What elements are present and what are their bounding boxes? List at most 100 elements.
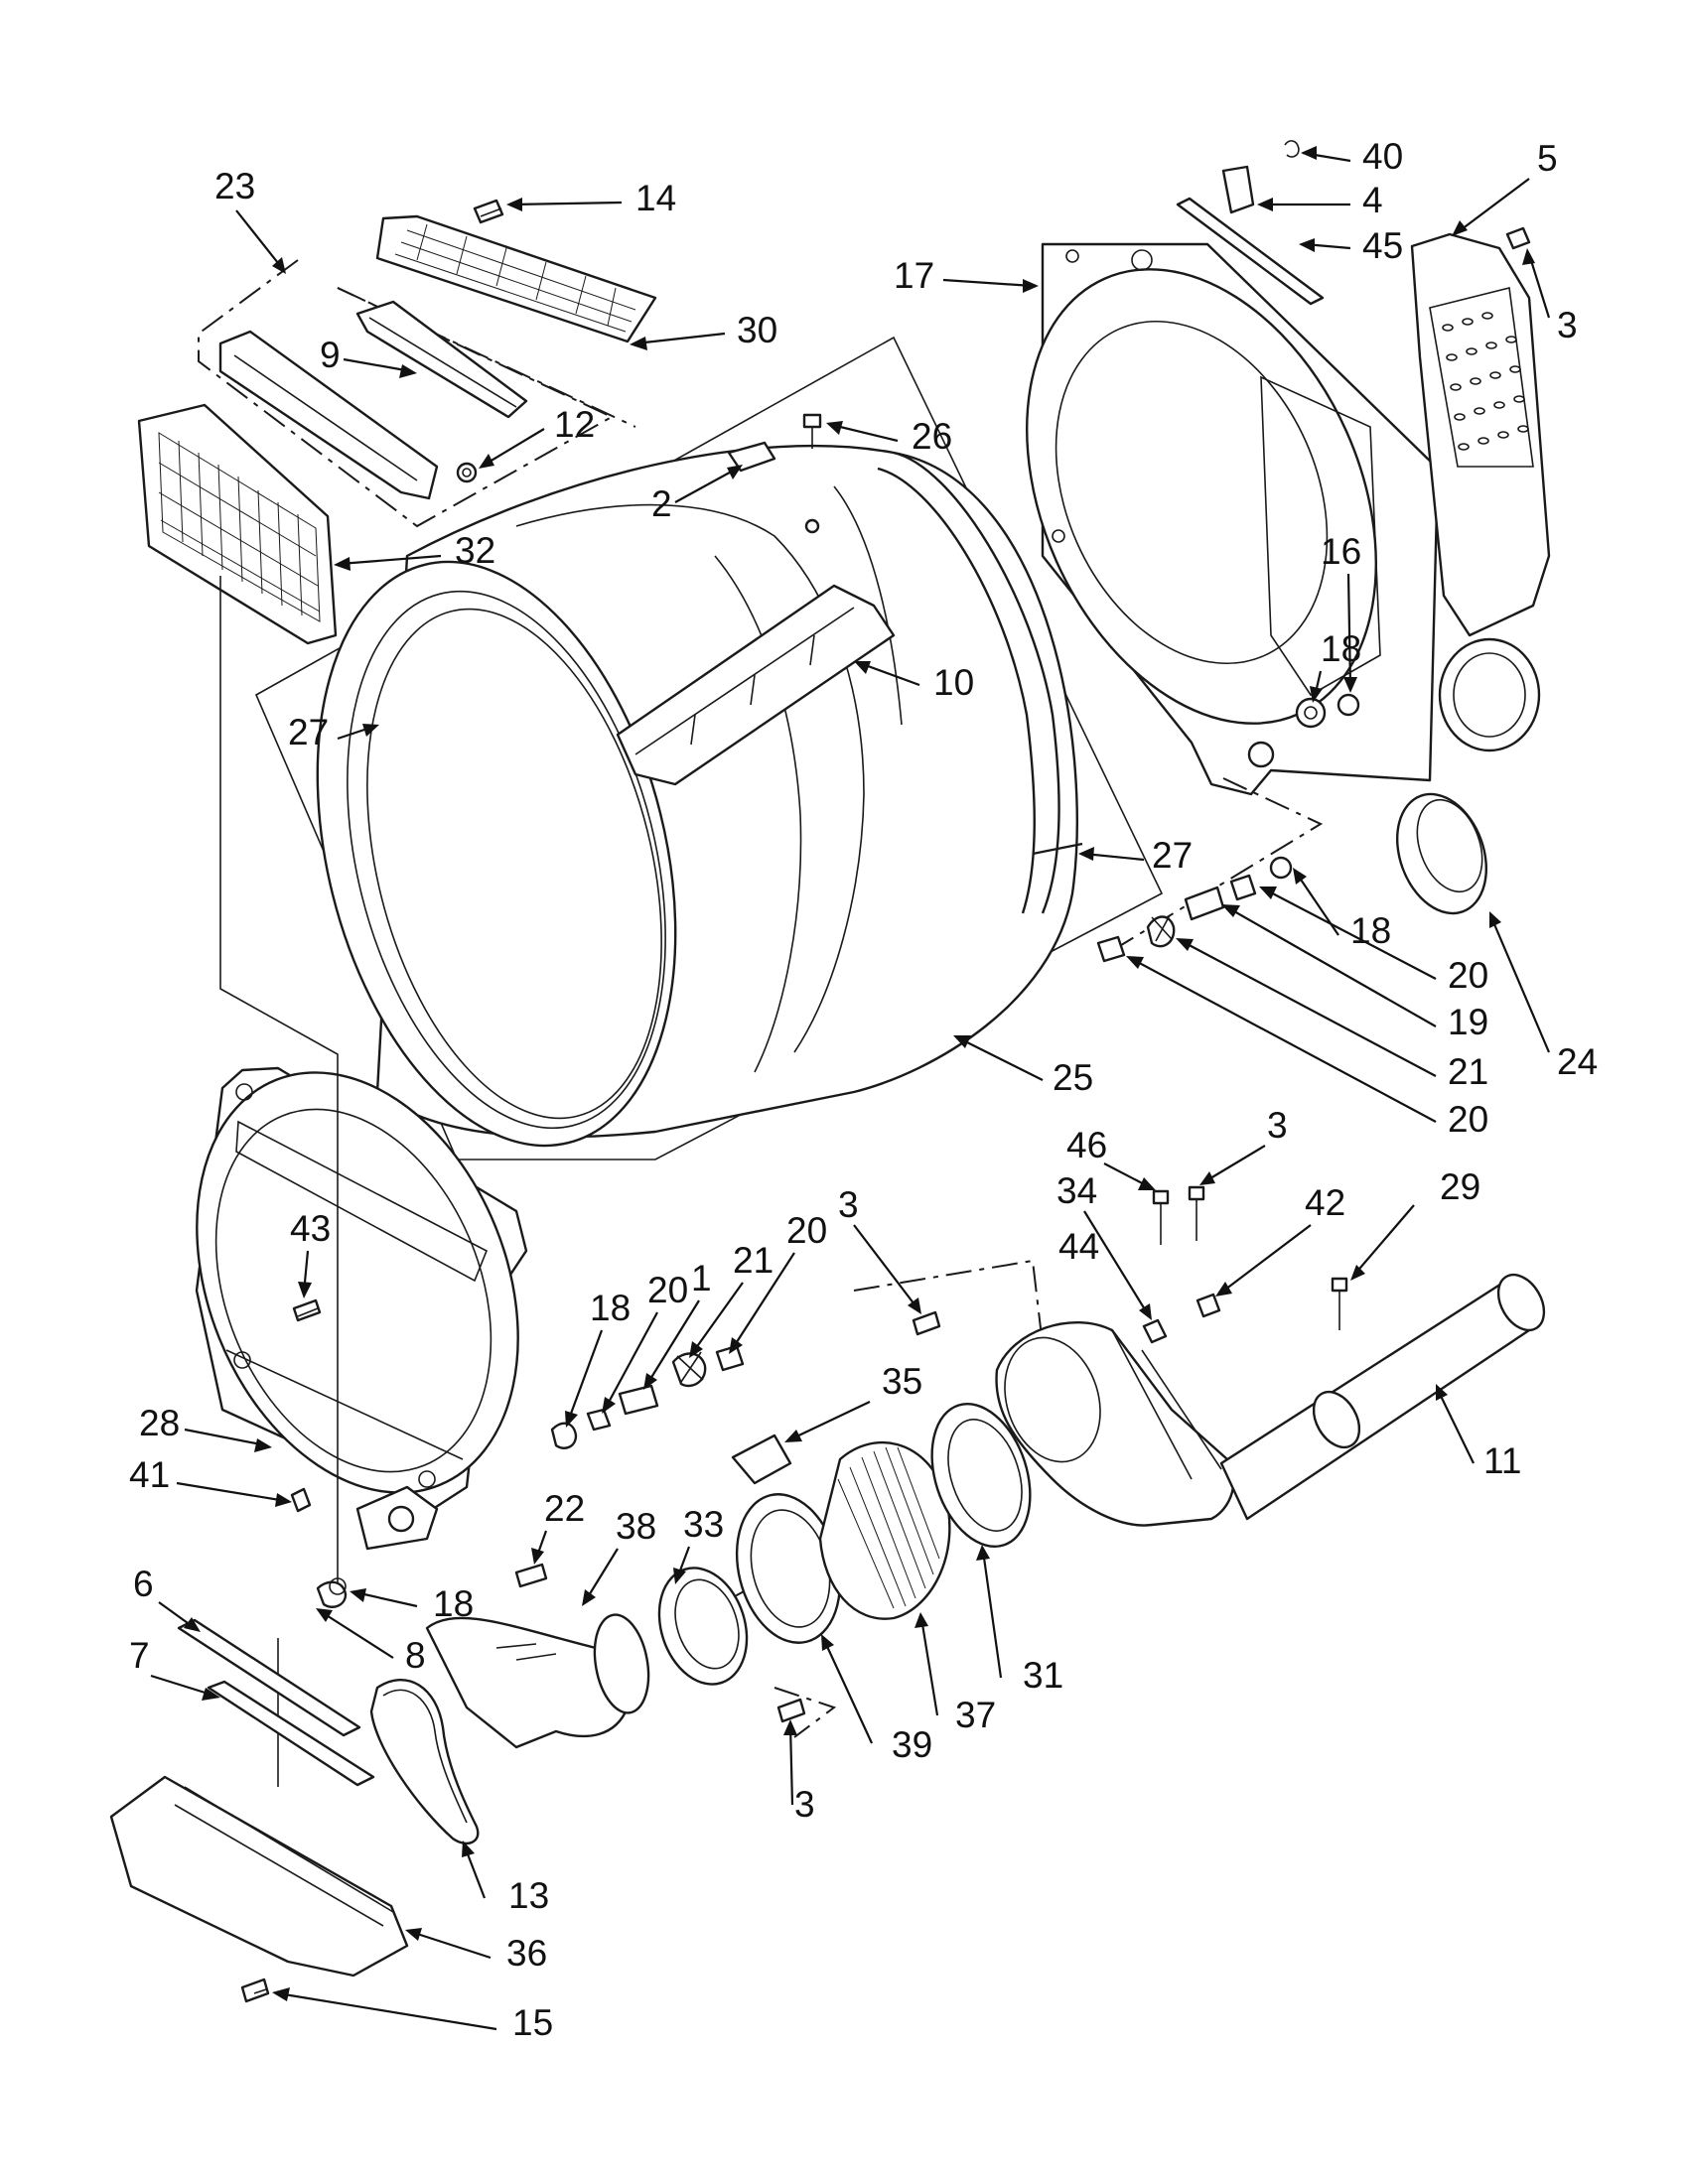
screw-part-14 [473,199,504,224]
callout-label: 18 [590,1288,631,1328]
spring-clip-part-12 [456,462,478,483]
retainer-part-18-lower [316,1577,348,1608]
callout-label: 1 [691,1258,712,1298]
leader-lines [150,146,1551,2031]
callout-label: 20 [1448,1099,1488,1140]
lint-screen-housing-part-23 [218,330,439,500]
callout-label: 38 [616,1506,656,1547]
lint-screen-grille-part-30 [375,214,657,343]
callout-label: 17 [894,255,934,296]
callout-label: 19 [1448,1002,1488,1042]
callout-label: 8 [405,1635,426,1676]
screw-part-15 [240,1978,270,2003]
retainer-part-18-front [550,1422,578,1449]
callout-label: 24 [1557,1041,1598,1082]
screw-part-26 [802,413,822,534]
callout-label: 15 [512,2002,553,2043]
callout-label: 12 [554,404,595,445]
callout-label: 14 [635,178,676,218]
callout-label: 27 [288,712,329,752]
callout-label: 41 [129,1454,170,1495]
callout-label: 33 [683,1504,724,1545]
callout-label: 6 [133,1564,154,1604]
callout-label: 3 [838,1184,859,1225]
callout-label: 37 [955,1695,996,1735]
lint-filter-screen-part-32 [137,403,338,645]
callout-label: 7 [129,1635,150,1676]
callout-label: 30 [737,310,777,350]
callout-label: 3 [1557,305,1578,345]
callout-label: 18 [1350,910,1391,951]
callout-label: 21 [1448,1051,1488,1092]
drum-baffle-part-10 [616,584,896,786]
front-bulkhead-part-28 [195,1066,528,1511]
rear-panel-bracket-part-45 [1176,197,1325,306]
seal-part-7 [207,1680,375,1787]
blower-wheel-part-37 [818,1440,951,1620]
callout-label: 5 [1537,138,1558,179]
callout-label: 16 [1321,531,1361,572]
callout-label: 18 [1321,628,1361,669]
idler-part-38 [425,1613,650,1749]
callout-label: 20 [786,1210,827,1251]
exhaust-coupling-part-24 [1395,792,1488,915]
callout-label: 42 [1305,1182,1345,1223]
screw-part-3-bottom [776,1698,806,1723]
drum-rear-seal-part-27 [1032,842,1083,856]
screw-part-3-blower-left [912,1310,941,1336]
callout-label: 13 [508,1875,549,1916]
clip-part-34 [1142,1318,1168,1344]
screw-part-29 [1331,1277,1348,1330]
callout-label: 3 [1267,1105,1288,1146]
callout-label: 46 [1066,1125,1107,1165]
bracket-part-4 [1221,165,1255,214]
front-roller-assembly [550,1344,745,1449]
lint-duct-part-9 [355,300,528,419]
retainer-part-18-rear [1269,856,1293,880]
callout-label: 40 [1362,136,1403,177]
blower-seal-part-33 [657,1567,749,1686]
blower-seal-part-31 [930,1403,1032,1548]
callout-label: 27 [1152,835,1193,876]
callout-label: 31 [1023,1655,1063,1696]
callout-label: 34 [1056,1170,1097,1211]
callout-label: 39 [892,1724,932,1765]
screw-part-22 [514,1563,548,1588]
callout-label: 29 [1440,1166,1480,1207]
callout-label: 2 [651,483,672,524]
callout-label: 9 [320,335,341,375]
screw-part-3-blower-top [1188,1185,1205,1241]
rear-bulkhead-part-17 [1026,242,1440,796]
callout-label: 22 [544,1488,585,1529]
clip-part-40 [1284,140,1300,158]
callout-label: 25 [1053,1057,1093,1098]
screw-part-3-top-right [1505,226,1531,250]
belt-part-13 [369,1678,480,1845]
callout-label: 28 [139,1403,180,1443]
clip-part-41 [290,1487,312,1513]
callout-label: 26 [912,416,952,457]
callout-label: 44 [1058,1226,1099,1267]
exhaust-pipe-part-11 [1219,1273,1546,1521]
blower-bracket-part-35 [731,1433,792,1485]
blower-housing-part-44 [995,1321,1235,1527]
callout-label: 43 [290,1208,331,1249]
front-drum-support-dash [219,576,339,1787]
callout-label: 20 [647,1270,688,1310]
callout-label: 21 [733,1240,774,1281]
callout-label: 18 [433,1583,474,1624]
screw-part-46 [1152,1189,1170,1245]
heater-duct-part-5 [1410,232,1551,752]
baffle-clip-part-2 [727,441,776,473]
callout-label: 23 [214,166,255,206]
callout-label: 35 [882,1361,922,1402]
lint-duct-part-36 [109,1775,409,1978]
callout-label: 4 [1362,180,1383,220]
rear-roller-assembly [1096,777,1324,963]
callout-label: 10 [933,662,974,703]
callout-label: 32 [455,530,495,571]
callout-label: 20 [1448,955,1488,996]
callout-label: 3 [794,1784,815,1825]
callout-label: 36 [506,1933,547,1974]
